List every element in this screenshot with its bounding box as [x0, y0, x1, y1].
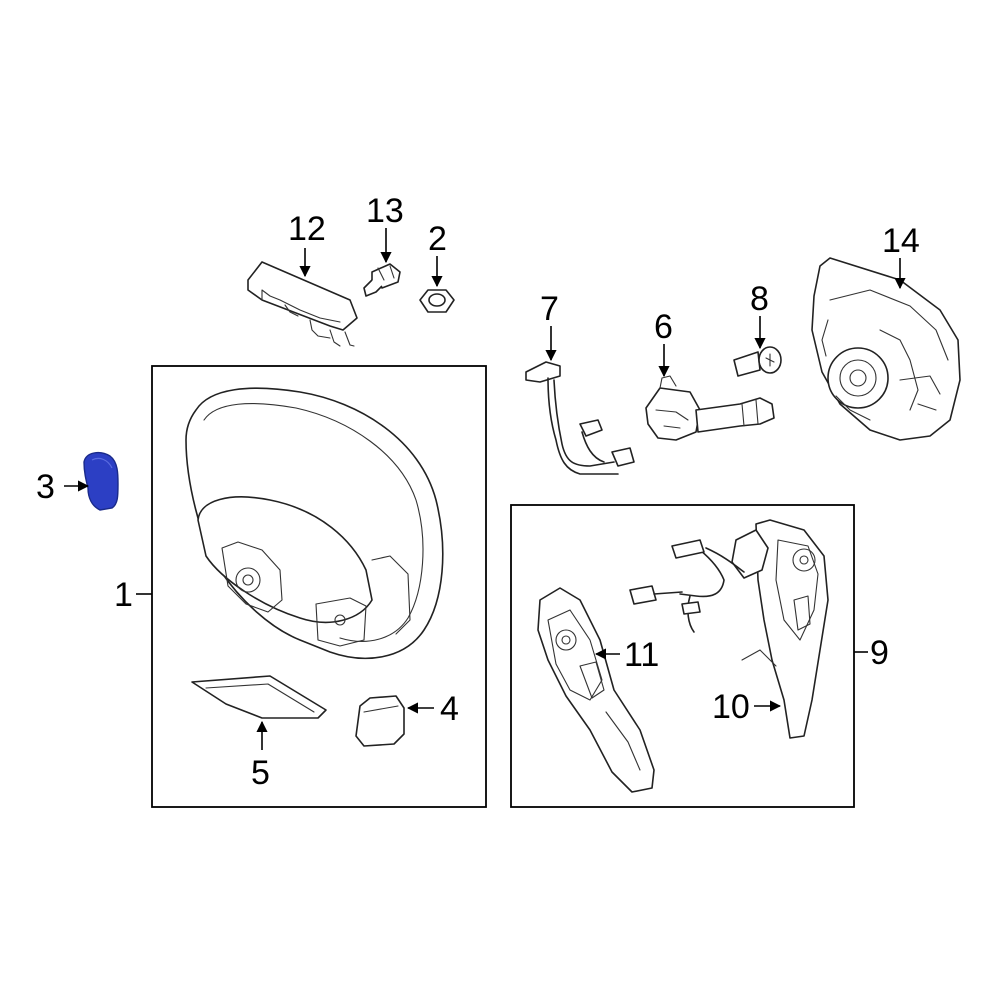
- callout-8: 8: [750, 280, 769, 318]
- part-14-airbag[interactable]: [811, 257, 961, 441]
- part-4-cap[interactable]: [355, 695, 405, 747]
- part-11-left-switch[interactable]: [537, 587, 655, 793]
- callout-14: 14: [882, 222, 920, 260]
- callout-6: 6: [654, 308, 673, 346]
- part-12-cover[interactable]: [247, 261, 358, 347]
- part-7-harness[interactable]: [525, 361, 635, 475]
- callout-labels: 12 13 2 7 6 8 14 3 1 4 5 11 10 9: [36, 192, 920, 792]
- part-6-switch[interactable]: [645, 375, 775, 441]
- callout-arrows: [64, 228, 906, 750]
- part-3-emblem[interactable]: [83, 451, 119, 511]
- callout-11: 11: [624, 636, 659, 674]
- callout-4: 4: [440, 690, 459, 728]
- callout-2: 2: [428, 220, 447, 258]
- part-10-right-switch[interactable]: [629, 519, 829, 739]
- callout-12: 12: [288, 210, 326, 248]
- callout-3: 3: [36, 468, 55, 506]
- callout-1: 1: [114, 576, 133, 614]
- callout-5: 5: [251, 754, 270, 792]
- callout-9: 9: [870, 634, 889, 672]
- part-13-bolt[interactable]: [363, 263, 401, 297]
- steering-wheel-group-frame: [151, 365, 487, 808]
- part-2-nut[interactable]: [419, 289, 455, 313]
- callout-10: 10: [712, 688, 750, 726]
- switch-assembly-group-frame: [510, 504, 855, 808]
- part-5-trim[interactable]: [191, 675, 327, 719]
- part-1-steering-wheel[interactable]: [185, 387, 444, 660]
- callout-7: 7: [540, 290, 559, 328]
- callout-13: 13: [366, 192, 404, 230]
- part-8-screw[interactable]: [733, 346, 782, 377]
